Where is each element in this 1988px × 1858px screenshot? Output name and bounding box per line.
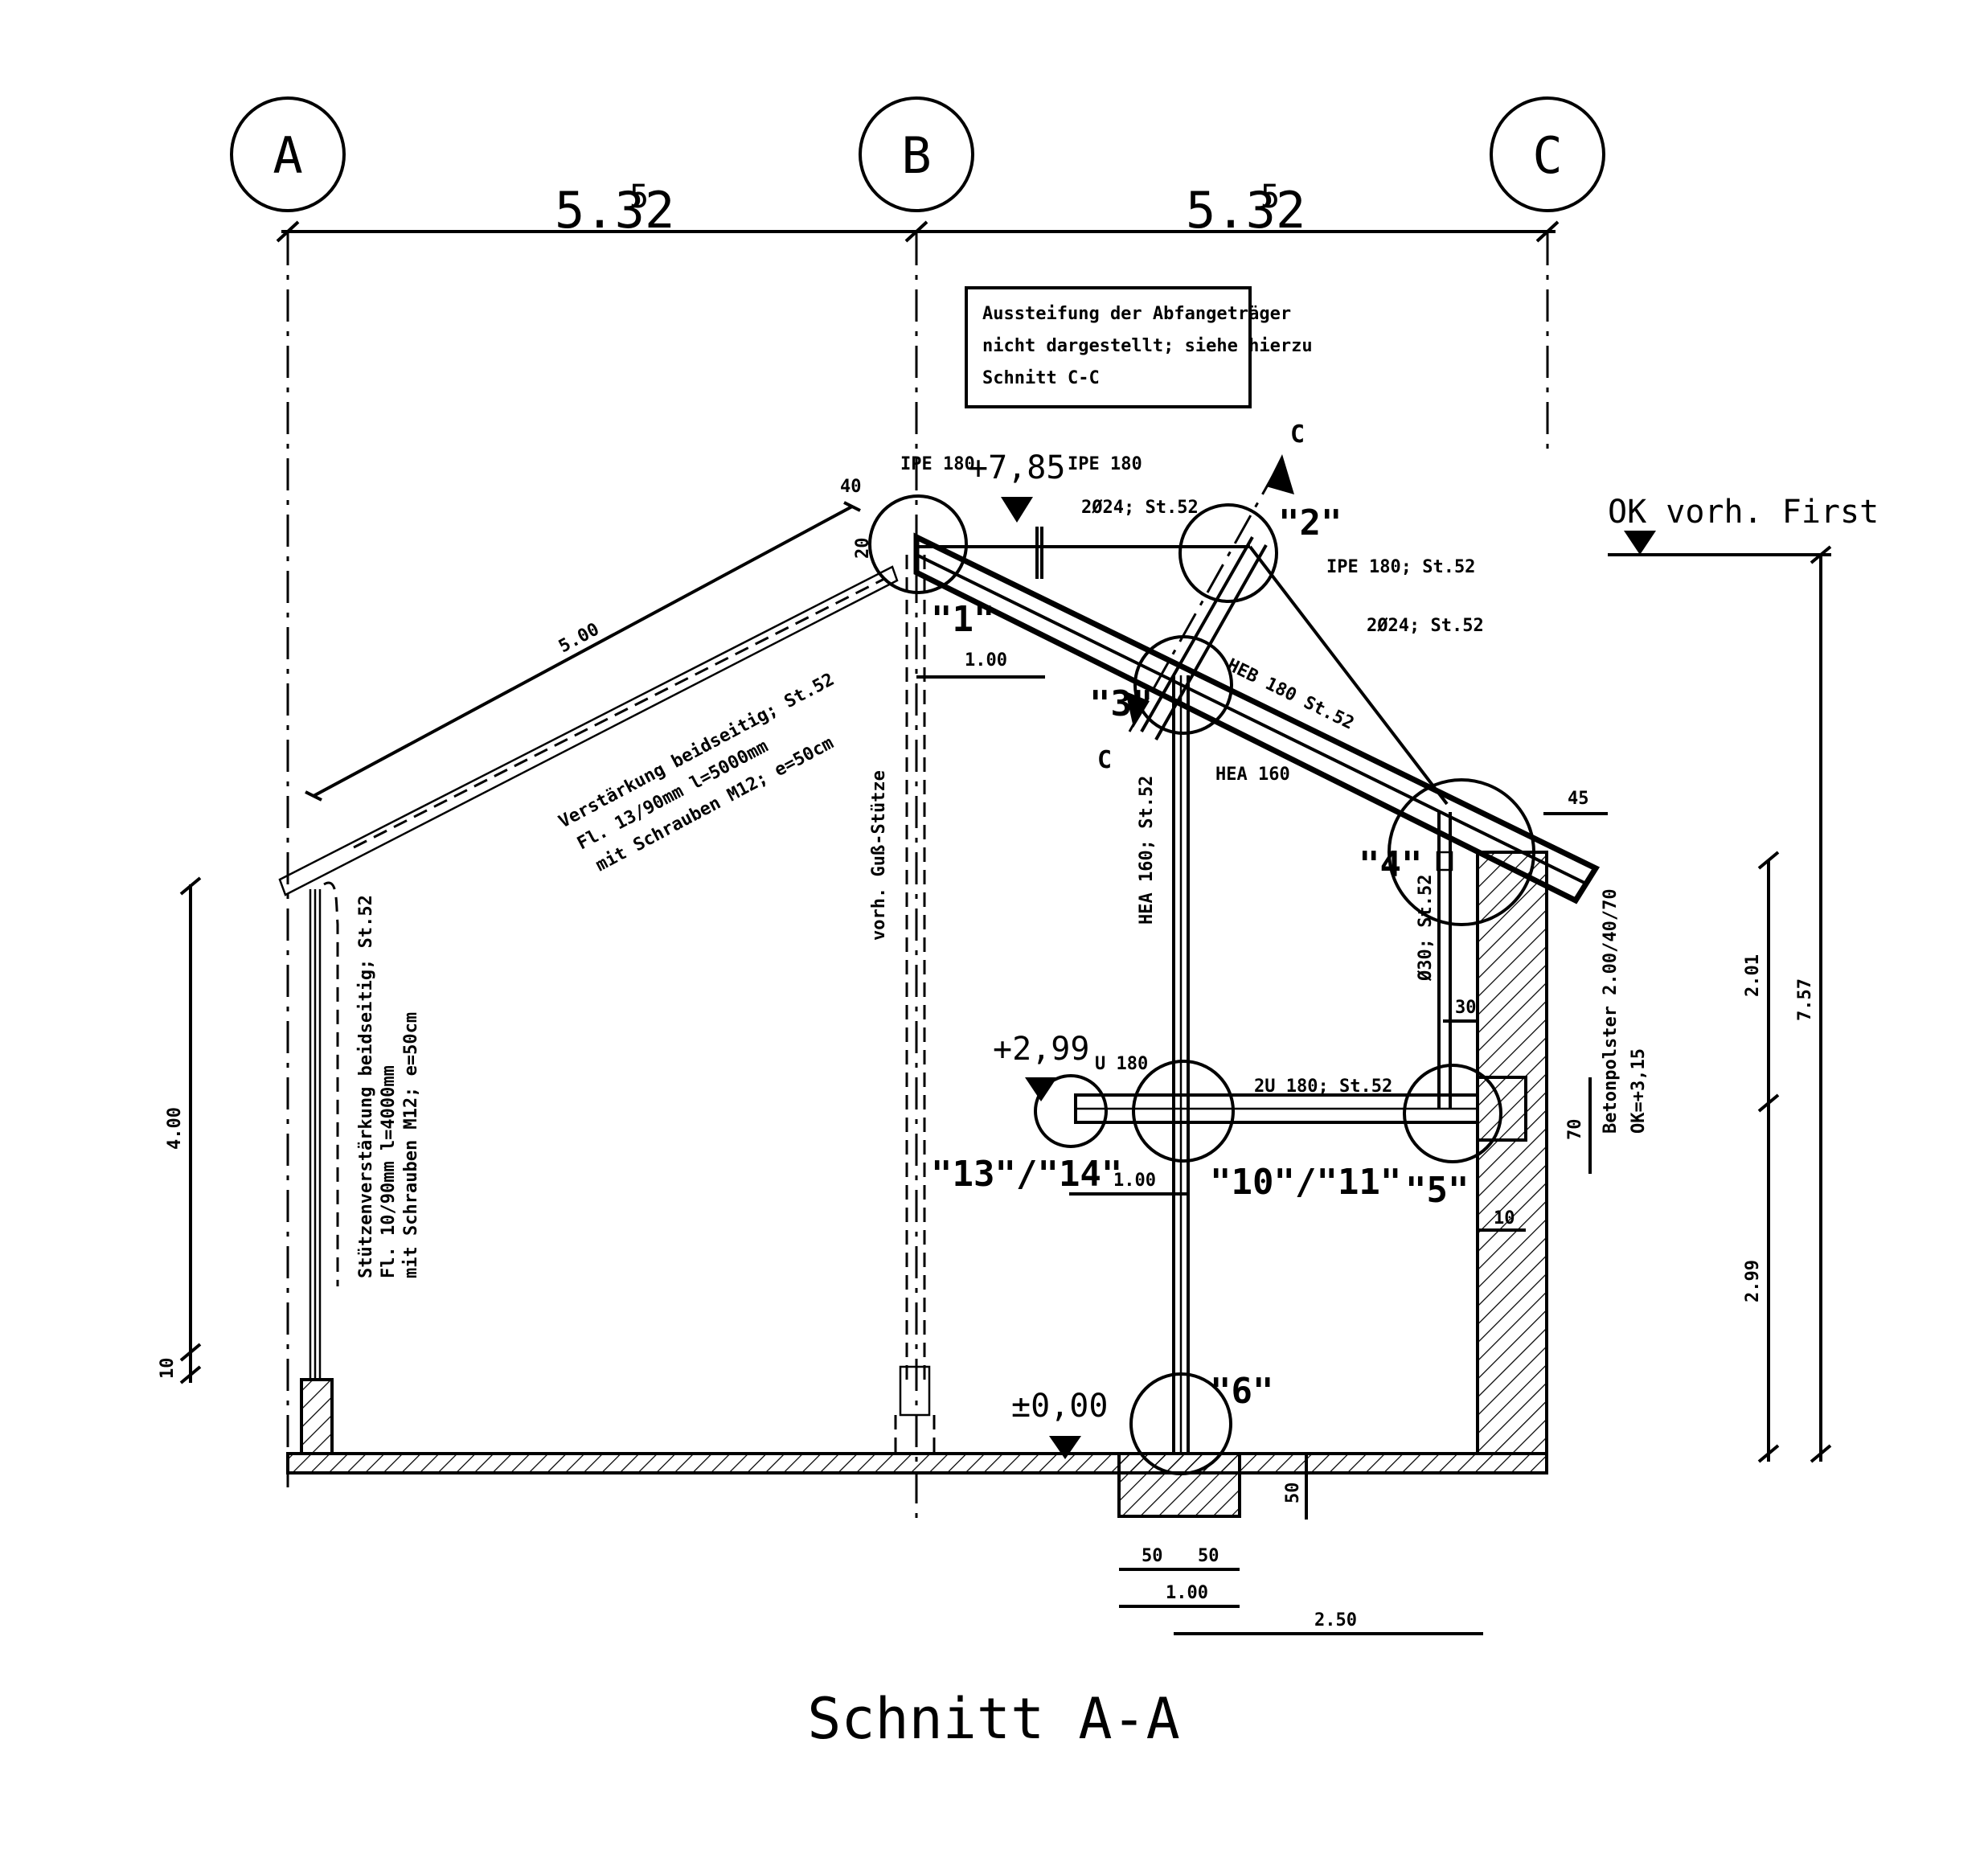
span-dimension: 5.32 5 5.32 5 [276, 178, 1560, 243]
ridge-width-label: 1.00 [965, 650, 1007, 671]
col-rein-1: Stützenverstärkung beidseitig; St.52 [356, 895, 376, 1278]
section-cut-line: C C [1097, 420, 1305, 774]
grid-axis-b: B [859, 96, 974, 1520]
foundation-half-right-label: 50 [1198, 1546, 1219, 1566]
rafter-dimension: 5.00 40 20 [305, 477, 873, 802]
base-height-label: 10 [158, 1358, 178, 1380]
pad-label: Betonpolster 2.00/40/70 [1601, 888, 1621, 1134]
upper-height-label: 2.01 [1743, 954, 1763, 997]
ridge-offset-label: 20 [853, 538, 873, 560]
foundation-dimensions: 50 50 50 1.00 2.50 [1119, 1454, 1483, 1635]
right-rafter [913, 532, 1601, 904]
detail-circles [868, 494, 1535, 1475]
detail-13-label: "13"/"14" [931, 1154, 1122, 1195]
note-line-3: Schnitt C-C [982, 368, 1100, 388]
grid-axis-c: C [1490, 96, 1605, 450]
left-rafter [278, 565, 899, 896]
bracket-label: 30 [1455, 998, 1477, 1018]
level-mid-label: +2,99 [993, 1031, 1089, 1068]
detail-3-label: "3" [1089, 683, 1153, 724]
detail-5-label: "5" [1405, 1170, 1469, 1211]
pad-height-label: 70 [1565, 1119, 1585, 1141]
span-bc-label: 5.32 [1186, 181, 1306, 240]
grid-axis-a: A [230, 96, 346, 1487]
detail-6-label: "6" [1210, 1371, 1273, 1412]
rafter-rein-3: mit Schrauben M12; e=50cm [592, 733, 837, 876]
detail-4-label: "4" [1359, 844, 1422, 885]
foundation-width-label: 1.00 [1166, 1583, 1208, 1603]
left-height-dimension: 4.00 10 [158, 876, 202, 1384]
ground-slab [286, 851, 1548, 1518]
level-existing-ridge-label: OK vorh. First [1608, 494, 1879, 531]
hea-top-label: HEA 160 [1215, 765, 1290, 785]
beam-offset-label: 1.00 [1113, 1171, 1156, 1191]
span-bc-superscript: 5 [1260, 178, 1280, 215]
hea-col-label: HEA 160; St.52 [1137, 776, 1157, 925]
ipe-diag-label: IPE 180; St.52 [1326, 557, 1475, 577]
level-existing-ridge: OK vorh. First [1608, 494, 1879, 556]
hea-column [1172, 675, 1190, 1454]
pad-level-label: OK=+3,15 [1629, 1048, 1649, 1134]
foundation-depth-label: 50 [1283, 1483, 1303, 1504]
double-u-label: 2U 180; St.52 [1254, 1077, 1392, 1097]
span-ab-label: 5.32 [555, 181, 674, 240]
u-beam-label: U 180 [1095, 1054, 1148, 1074]
tie-rod-diag-label: 2Ø24; St.52 [1367, 616, 1484, 636]
diagonal-ipe [1140, 536, 1268, 740]
level-ridge-label: +7,85 [969, 449, 1065, 486]
right-hanger [1436, 812, 1453, 1109]
drawing-title: Schnitt A-A [807, 1686, 1180, 1752]
wall-height-label: 4.00 [165, 1107, 185, 1150]
col-rein-2: Fl. 10/90mm l=4000mm [379, 1065, 399, 1278]
detail-labels: "1" "2" "3" "4" "5" "6" "10"/"11" "13"/"… [931, 502, 1469, 1412]
level-ground: ±0,00 [1011, 1388, 1108, 1459]
grid-axis-a-label: A [273, 126, 302, 185]
tie-rod-top-label: 2Ø24; St.52 [1081, 498, 1199, 518]
ipe-left-label: IPE 180 [900, 454, 975, 474]
left-column [309, 881, 339, 1380]
section-cut-top: C [1290, 420, 1305, 449]
ipe-right-label: IPE 180 [1068, 454, 1142, 474]
mid-beam [1074, 1076, 1527, 1142]
foundation-to-wall-label: 2.50 [1314, 1610, 1357, 1630]
foundation-half-left-label: 50 [1142, 1546, 1163, 1566]
pad-offset-label: 10 [1494, 1208, 1515, 1228]
cast-column-label: vorh. Guß-Stütze [869, 770, 889, 941]
note-line-2: nicht dargestellt; siehe hierzu [982, 336, 1313, 356]
grid-axis-b-label: B [901, 126, 931, 185]
tie-rods [916, 527, 1449, 806]
level-mid: +2,99 [993, 1031, 1089, 1101]
right-height-dimensions: 2.01 2.99 7.57 [1743, 545, 1832, 1463]
lower-height-label: 2.99 [1743, 1260, 1763, 1302]
total-height-label: 7.57 [1795, 978, 1815, 1021]
level-ridge: +7,85 [969, 449, 1065, 523]
misc-dimensions: 1.00 45 30 1.00 70 10 [916, 650, 1608, 1232]
grid-axis-c-label: C [1532, 126, 1562, 185]
col-rein-3: mit Schrauben M12; e=50cm [401, 1012, 421, 1278]
span-ab-superscript: 5 [629, 178, 649, 215]
section-cut-bottom: C [1097, 746, 1112, 774]
hanger-label: Ø30; St.52 [1416, 875, 1436, 982]
existing-cast-column [894, 555, 936, 1454]
detail-1-label: "1" [931, 599, 994, 640]
note-box: Aussteifung der Abfangeträger nicht darg… [965, 286, 1313, 408]
detail-2-label: "2" [1278, 502, 1342, 543]
note-line-1: Aussteifung der Abfangeträger [982, 304, 1291, 324]
level-ground-label: ±0,00 [1011, 1388, 1108, 1425]
rafter-offset-label: 40 [840, 477, 862, 497]
detail-10-label: "10"/"11" [1210, 1162, 1401, 1203]
right-overhang-label: 45 [1568, 789, 1589, 809]
